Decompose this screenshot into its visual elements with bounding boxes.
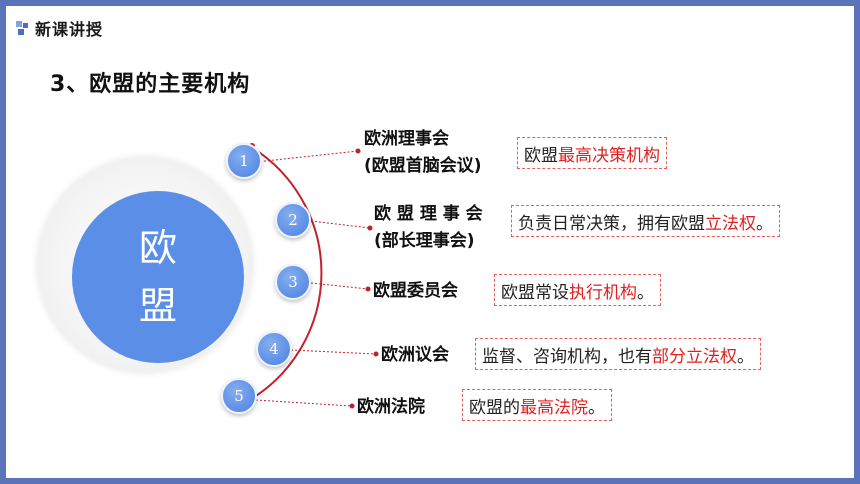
institution-name-5: 欧洲法院	[357, 394, 425, 421]
desc-5-highlight: 最高法院	[520, 397, 588, 418]
desc-5-text: 欧盟的	[469, 397, 520, 418]
institution-name-4-line1: 欧洲议会	[381, 345, 449, 365]
core-char-2: 盟	[138, 284, 177, 328]
desc-1-highlight: 最高决策机构	[558, 145, 660, 166]
red-arc	[245, 143, 323, 403]
desc-3-text: 欧盟常设	[501, 282, 569, 303]
desc-2-suffix: 。	[756, 213, 773, 234]
desc-3-highlight: 执行机构	[569, 282, 637, 303]
desc-4-suffix: 。	[737, 346, 754, 367]
node-badge-5: 5	[221, 378, 257, 414]
section-label: 新课讲授	[35, 20, 104, 39]
connector-graphics	[245, 143, 379, 409]
connector-dot-5	[349, 403, 355, 409]
institution-desc-5: 欧盟的最高法院。	[462, 389, 612, 421]
connector-dot-3	[365, 286, 371, 292]
slide: 新课讲授 3、欧盟的主要机构 欧 盟 1 2 3 4 5 欧洲理事会 (欧盟首脑…	[6, 6, 854, 478]
node-badge-3: 3	[275, 264, 311, 300]
desc-2-highlight: 立法权	[705, 213, 756, 234]
institution-name-3: 欧盟委员会	[373, 278, 458, 305]
page-title: 3、欧盟的主要机构	[50, 72, 251, 97]
institution-name-3-line1: 欧盟委员会	[373, 281, 458, 301]
institution-name-5-line1: 欧洲法院	[357, 397, 425, 417]
institution-name-2-line1: 欧 盟 理 事 会	[374, 204, 483, 224]
desc-3-suffix: 。	[637, 282, 654, 303]
institution-name-1-line2: (欧盟首脑会议)	[364, 156, 482, 176]
desc-1-text: 欧盟	[524, 145, 558, 166]
node-badge-2: 2	[275, 202, 311, 238]
section-tag: 新课讲授	[16, 16, 103, 40]
core-char-1: 欧	[138, 226, 177, 270]
institution-desc-4: 监督、咨询机构，也有部分立法权。	[475, 338, 761, 370]
institution-name-4: 欧洲议会	[381, 342, 449, 369]
institution-name-2: 欧 盟 理 事 会 (部长理事会)	[374, 201, 483, 255]
connector-dot-1	[355, 148, 361, 154]
node-badge-4: 4	[256, 331, 292, 367]
institution-desc-2: 负责日常决策，拥有欧盟立法权。	[511, 205, 780, 237]
connector-1	[255, 150, 359, 163]
desc-2-text: 负责日常决策，拥有欧盟	[518, 213, 705, 234]
institution-name-2-line2: (部长理事会)	[374, 231, 475, 251]
institution-desc-3: 欧盟常设执行机构。	[494, 274, 661, 306]
blocks-icon	[16, 21, 30, 35]
connector-dot-2	[367, 225, 373, 231]
institution-desc-1: 欧盟最高决策机构	[517, 137, 667, 169]
connector-3	[310, 282, 369, 290]
desc-4-text: 监督、咨询机构，也有	[482, 346, 652, 367]
connector-4	[290, 349, 377, 355]
connector-dot-4	[373, 351, 379, 357]
institution-name-1: 欧洲理事会 (欧盟首脑会议)	[364, 126, 482, 180]
connector-5	[255, 399, 353, 407]
desc-4-highlight: 部分立法权	[652, 346, 737, 367]
desc-5-suffix: 。	[588, 397, 605, 418]
institution-name-1-line1: 欧洲理事会	[364, 129, 449, 149]
core-circle: 欧 盟	[72, 191, 244, 363]
node-badge-1: 1	[226, 143, 262, 179]
connector-2	[310, 220, 371, 229]
